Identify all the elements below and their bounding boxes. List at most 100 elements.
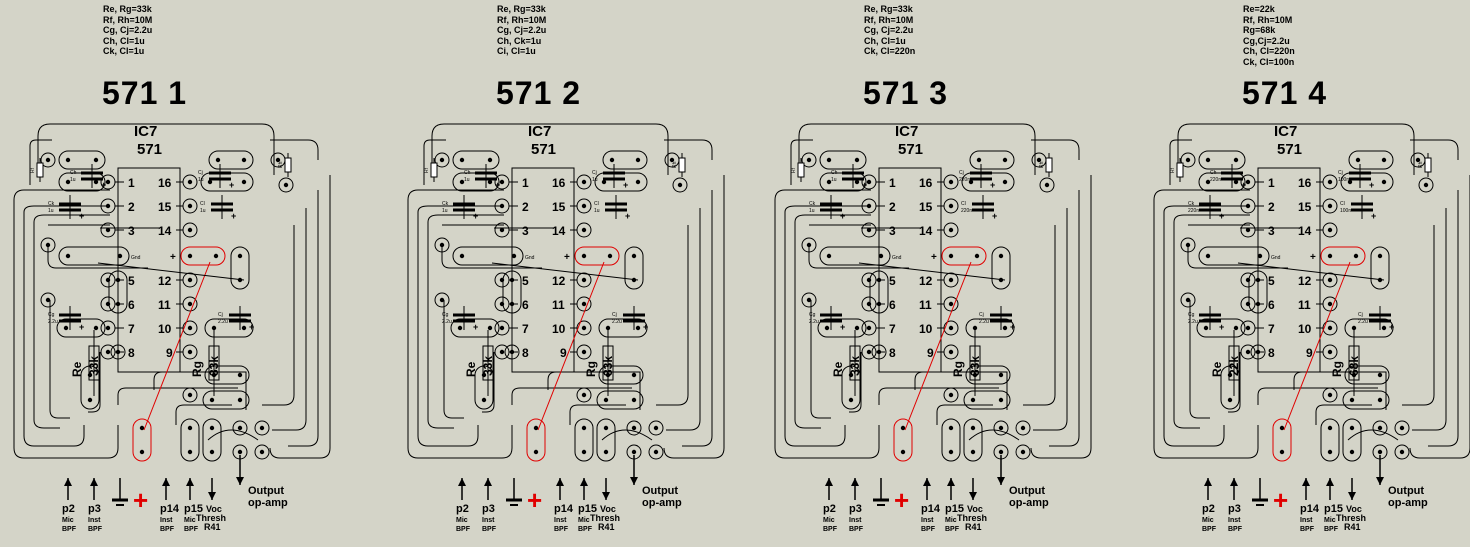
connector-label: p2 xyxy=(62,503,75,515)
note-line: Ch, Cl=1u xyxy=(103,35,145,46)
pin-label: 5 xyxy=(889,274,896,288)
pin-label: 8 xyxy=(128,346,135,360)
track xyxy=(441,245,542,269)
power-connector-pads xyxy=(132,418,152,462)
connector-label: p15 xyxy=(945,503,964,515)
capacitor-cg: +Cg2.2u xyxy=(442,306,478,332)
note-line: Rf, Rh=10M xyxy=(864,14,914,25)
cap-value: 2.2u xyxy=(979,319,989,325)
outer-loop-top xyxy=(798,123,1036,175)
pin-label: 16 xyxy=(1298,176,1312,190)
solder-pad xyxy=(1039,177,1055,193)
cap-value: 2.2u xyxy=(218,319,228,325)
svg-text:Rf: Rf xyxy=(791,167,797,173)
connector-label: Inst xyxy=(88,517,101,524)
cap-value: 1u xyxy=(594,208,600,214)
output-label: op-amp xyxy=(642,497,682,509)
track xyxy=(1173,214,1250,223)
pin-label: 11 xyxy=(158,298,171,312)
cap-label: Ch xyxy=(1210,170,1217,176)
solder-pad xyxy=(801,292,817,308)
ic-pin-pad xyxy=(576,222,592,238)
input-arrow xyxy=(1302,478,1310,500)
solder-pad xyxy=(648,444,664,460)
svg-text:+: + xyxy=(1369,180,1374,190)
resistor-label: Re xyxy=(70,361,84,377)
output-arrow xyxy=(1376,455,1384,485)
outer-loop-left xyxy=(1153,200,1259,459)
track xyxy=(1402,225,1435,406)
supply-plus-label: + xyxy=(133,485,148,515)
track xyxy=(262,225,295,406)
solder-pad xyxy=(801,152,817,168)
track xyxy=(1031,139,1080,160)
pad-pair xyxy=(230,246,250,290)
pad-pair xyxy=(819,246,891,266)
track xyxy=(427,214,504,223)
cap-value: 1u xyxy=(464,177,470,183)
output-label: op-amp xyxy=(1009,497,1049,509)
pin-label: 2 xyxy=(1268,200,1275,214)
resistor-value: 33k xyxy=(601,356,615,376)
gnd-label: Gnd xyxy=(131,255,141,261)
solder-pad xyxy=(434,292,450,308)
pad-pair xyxy=(1342,390,1390,410)
resistor-rh: Rh xyxy=(278,153,292,177)
ic-pin-pad xyxy=(182,272,198,288)
pin-label: 5 xyxy=(128,274,135,288)
ground-symbol xyxy=(506,478,522,506)
solder-pad xyxy=(1180,237,1196,253)
track xyxy=(1153,189,1250,201)
pin-label: 10 xyxy=(919,322,933,336)
track xyxy=(33,214,110,223)
track xyxy=(117,387,238,405)
track xyxy=(878,387,999,405)
connector-label: Thresh xyxy=(957,513,987,523)
track xyxy=(175,404,232,425)
track xyxy=(407,189,504,201)
solder-pad xyxy=(801,237,817,253)
ic-pin-pad xyxy=(943,222,959,238)
voc-thresh-arrow xyxy=(208,478,216,500)
outer-loop-right xyxy=(1030,175,1092,459)
pad-pair xyxy=(452,246,524,266)
cap-value: 2.2u xyxy=(48,319,58,325)
svg-text:Rf: Rf xyxy=(30,167,36,173)
plus-marker: + xyxy=(170,252,176,263)
connector-label: BPF xyxy=(1300,526,1315,533)
cap-value: 1u xyxy=(809,208,815,214)
cap-label: Cj xyxy=(592,170,597,176)
ic-pin-pad xyxy=(182,320,198,336)
pin-label: 16 xyxy=(158,176,172,190)
cap-label: Cl xyxy=(200,201,205,207)
power-rail-pads xyxy=(941,246,987,266)
cap-value: 2.2u xyxy=(612,319,622,325)
cap-value: 2.2u xyxy=(1358,319,1368,325)
cap-value: 1u xyxy=(831,177,837,183)
output-arrow xyxy=(630,455,638,485)
track xyxy=(936,404,993,425)
track xyxy=(1189,300,1210,419)
pin-label: 9 xyxy=(927,346,934,360)
pin-label: 14 xyxy=(158,224,172,238)
supply-plus-label: + xyxy=(894,485,909,515)
pin-label: 12 xyxy=(919,274,933,288)
connector-label: Thresh xyxy=(590,513,620,523)
track xyxy=(1347,429,1399,441)
connector-label: Mic xyxy=(184,517,196,524)
pin-label: 15 xyxy=(158,200,172,214)
resistor-label: Rg xyxy=(190,361,204,377)
connector-label: Voc xyxy=(206,504,222,514)
connector-label: Mic xyxy=(823,517,835,524)
connector-label: Inst xyxy=(160,517,173,524)
input-arrow xyxy=(1230,478,1238,500)
pin-label: 1 xyxy=(1268,176,1275,190)
track xyxy=(794,214,871,223)
svg-text:+: + xyxy=(229,180,234,190)
cap-value: 220n xyxy=(1210,177,1221,183)
capacitor-cj2: +Cj2.2u xyxy=(979,306,1015,332)
